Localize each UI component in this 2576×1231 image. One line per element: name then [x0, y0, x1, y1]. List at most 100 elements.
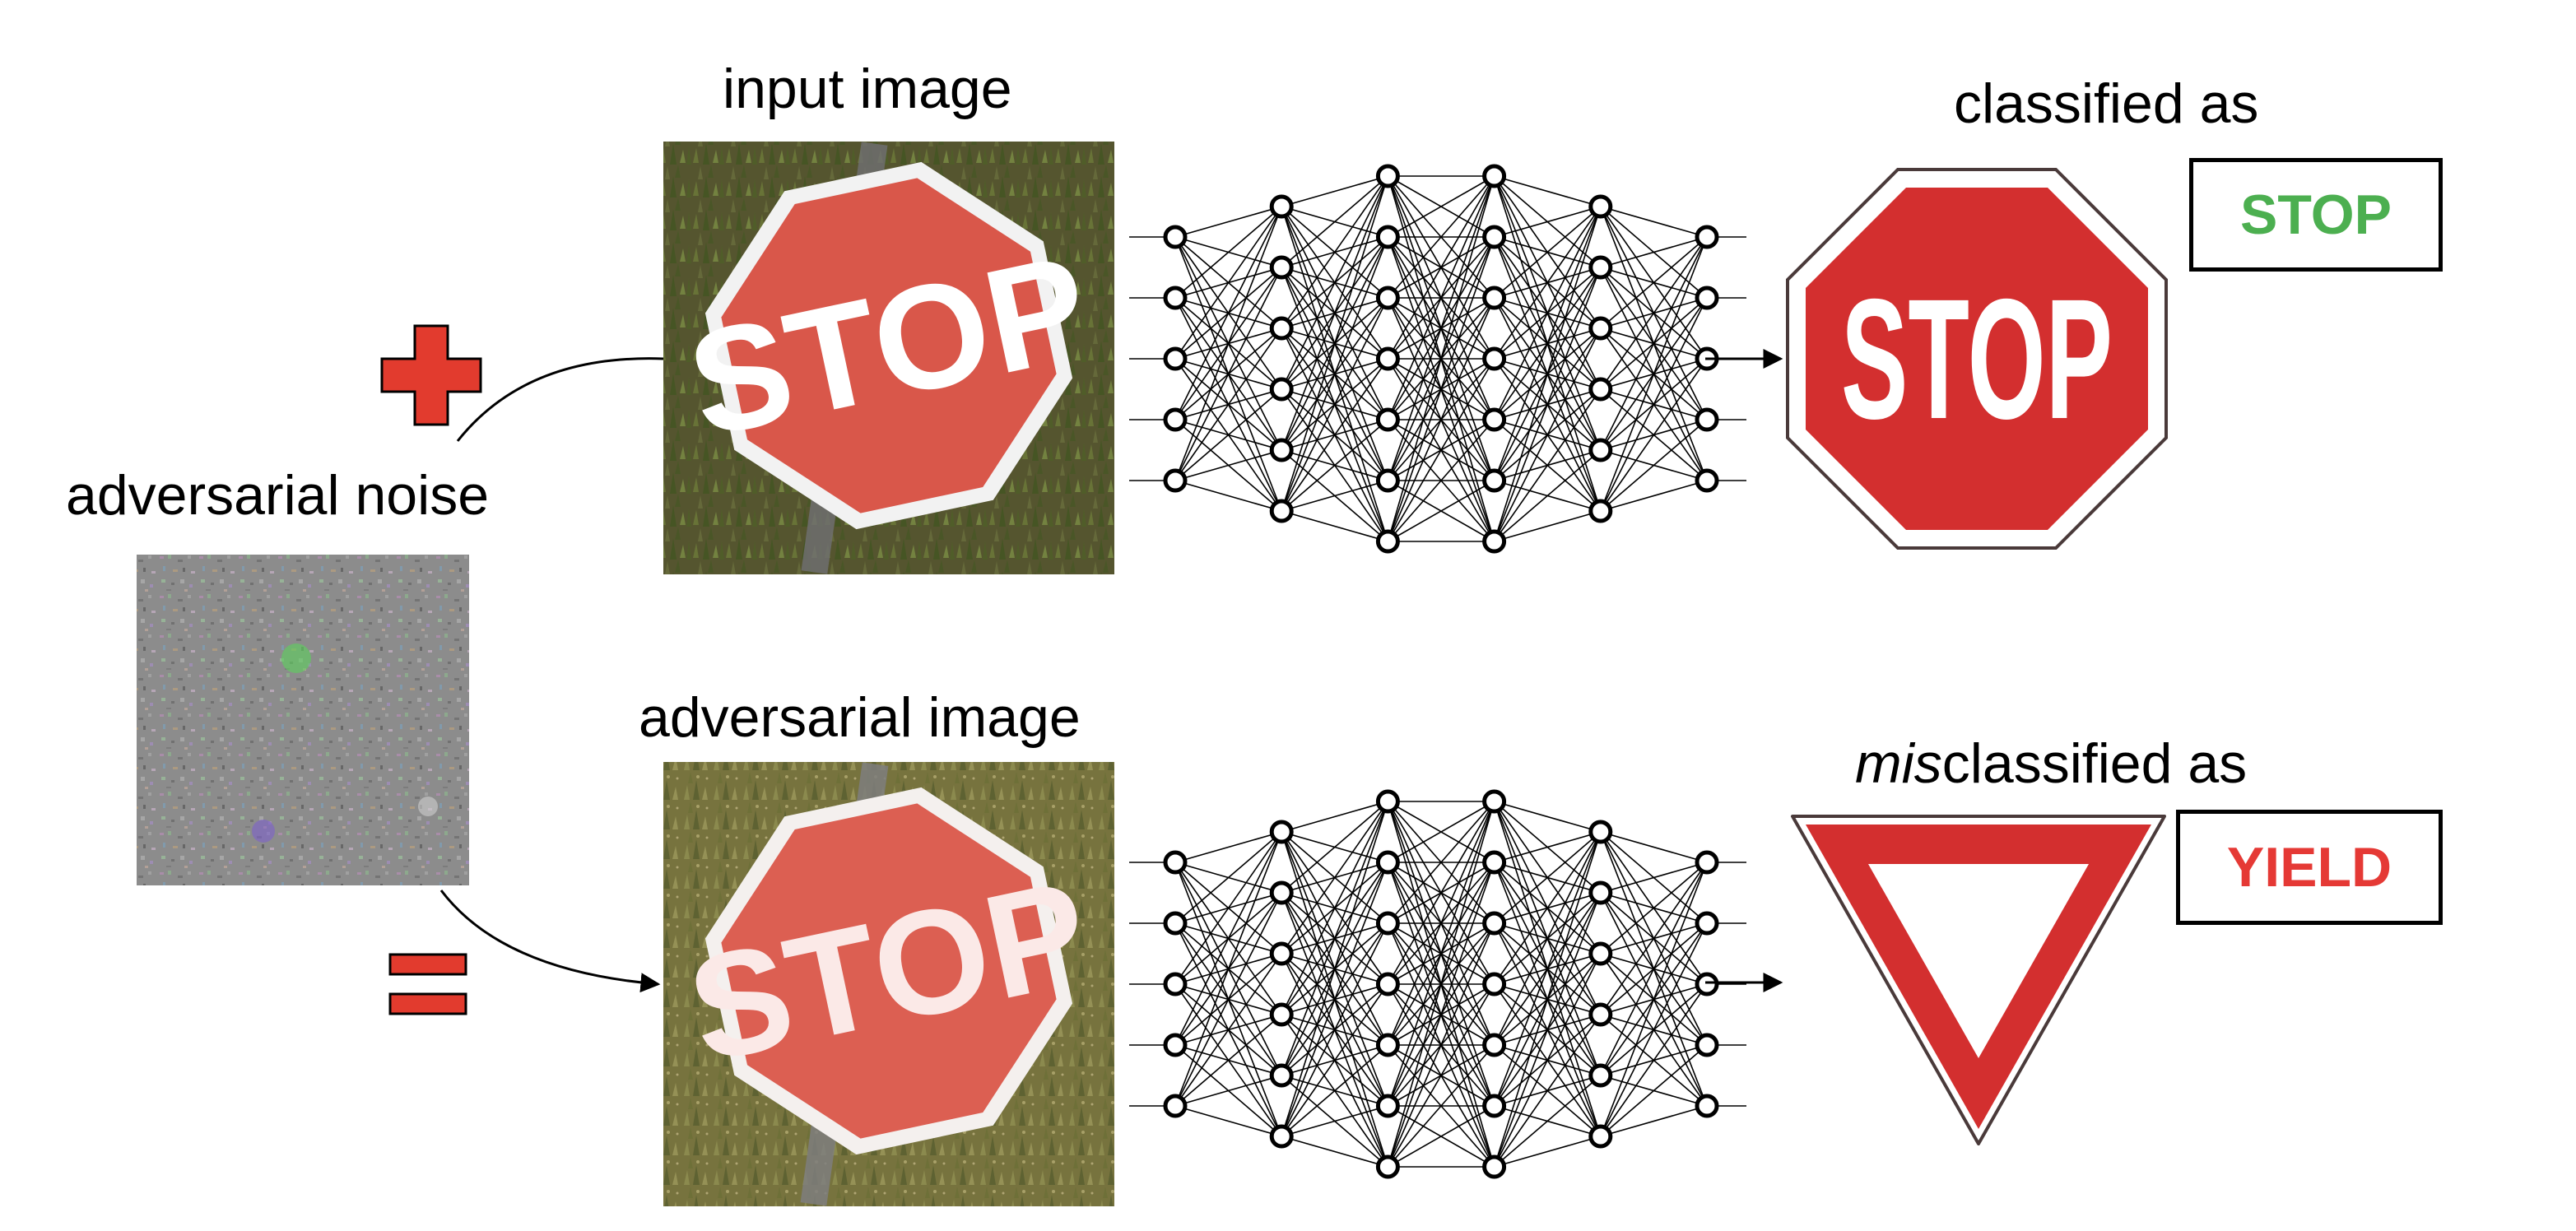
- network-edge: [1494, 510, 1602, 542]
- network-edge: [1493, 206, 1602, 420]
- network-edge: [1174, 206, 1282, 420]
- network-edge: [1281, 175, 1389, 451]
- network-edge: [1281, 922, 1389, 1137]
- network-node: [1163, 911, 1188, 936]
- noise-to-input-connector: [456, 357, 664, 442]
- network-edge: [1387, 983, 1495, 1168]
- network-edge: [1494, 831, 1602, 924]
- adversarial-noise-label: adversarial noise: [66, 464, 490, 527]
- network-node: [1482, 468, 1507, 493]
- network-edge: [1600, 480, 1708, 512]
- misclassified-suffix: classified as: [1941, 732, 2248, 795]
- network-edge: [1387, 801, 1495, 1107]
- network-node: [1588, 820, 1613, 844]
- network-edge: [1600, 297, 1708, 512]
- network-edge: [1493, 327, 1602, 542]
- misclassified-as-label: misclassified as: [1855, 736, 2247, 792]
- network-node: [1269, 194, 1294, 219]
- network-node: [1163, 468, 1188, 493]
- input-image: STOP: [663, 142, 1114, 574]
- network-edge: [1281, 175, 1389, 390]
- network-node: [1695, 225, 1719, 249]
- stop-sign-icon: STOP: [1786, 168, 2168, 550]
- network-node: [1269, 377, 1294, 402]
- network-edge: [1281, 236, 1389, 512]
- network-edge: [1281, 175, 1388, 268]
- network-node: [1588, 1124, 1613, 1149]
- network-edge: [1281, 1105, 1388, 1137]
- network-edge: [1174, 206, 1282, 238]
- network-edge: [1493, 206, 1602, 481]
- input-image-label: input image: [723, 58, 1012, 120]
- network-edge: [1387, 175, 1495, 299]
- network-node: [1482, 225, 1507, 249]
- network-node: [1375, 972, 1400, 996]
- network-edge: [1174, 1075, 1282, 1107]
- network-edge: [1388, 480, 1495, 542]
- network-edge: [1388, 175, 1495, 238]
- network-node: [1695, 972, 1719, 996]
- network-edge: [1600, 831, 1708, 863]
- network-node: [1695, 1094, 1719, 1118]
- network-edge: [1174, 831, 1282, 1046]
- network-edge: [1387, 862, 1495, 1168]
- network-node: [1163, 972, 1188, 996]
- adversarial-image: STOP: [663, 762, 1114, 1206]
- network-node: [1269, 1063, 1294, 1088]
- network-edge: [1494, 801, 1602, 833]
- neural-network-top: [1129, 164, 1746, 554]
- adversarial-image-label: adversarial image: [639, 686, 1081, 749]
- network-edge: [1281, 480, 1388, 512]
- network-edge: [1493, 953, 1602, 1168]
- network-node: [1269, 499, 1294, 523]
- network-edge: [1174, 831, 1282, 924]
- network-node: [1163, 407, 1188, 432]
- network-node: [1269, 1002, 1294, 1027]
- network-node: [1588, 377, 1613, 402]
- network-edge: [1600, 419, 1708, 512]
- network-node: [1375, 225, 1400, 249]
- network-node: [1588, 1063, 1613, 1088]
- network-edge: [1281, 801, 1388, 833]
- network-edge: [1600, 358, 1708, 512]
- network-node: [1375, 911, 1400, 936]
- network-edge: [1494, 206, 1602, 299]
- network-edge: [1174, 1105, 1282, 1137]
- network-node: [1269, 1124, 1294, 1149]
- network-edge: [1600, 862, 1708, 1137]
- network-edge: [1493, 831, 1602, 985]
- network-edge: [1387, 419, 1495, 542]
- network-edge: [1387, 801, 1495, 1168]
- network-node: [1695, 1033, 1719, 1057]
- network-node: [1375, 468, 1400, 493]
- equals-operator: [388, 953, 467, 1015]
- network-node: [1482, 1094, 1507, 1118]
- network-edge: [1174, 388, 1282, 481]
- network-node: [1588, 194, 1613, 219]
- network-node: [1482, 972, 1507, 996]
- yield-sign-icon: [1791, 815, 2166, 1145]
- network-node: [1269, 316, 1294, 341]
- network-node: [1482, 1154, 1507, 1179]
- network-node: [1375, 346, 1400, 371]
- network-edge: [1174, 206, 1282, 481]
- network-edge: [1600, 862, 1708, 1015]
- network-edge: [1388, 801, 1495, 863]
- network-node: [1695, 850, 1719, 875]
- network-edge: [1494, 175, 1602, 207]
- network-node: [1482, 789, 1507, 814]
- network-edge: [1174, 953, 1282, 1107]
- network-node: [1482, 286, 1507, 310]
- network-edge: [1174, 892, 1282, 1107]
- network-node: [1375, 1154, 1400, 1179]
- network-edge: [1387, 922, 1495, 1168]
- network-edge: [1281, 175, 1389, 329]
- network-edge: [1494, 831, 1602, 863]
- stop-sign-text: STOP: [1841, 264, 2113, 455]
- network-edge: [1281, 175, 1389, 512]
- network-edge: [1600, 236, 1708, 390]
- network-edge: [1174, 831, 1282, 985]
- network-edge: [1600, 922, 1708, 1137]
- network-node: [1375, 529, 1400, 554]
